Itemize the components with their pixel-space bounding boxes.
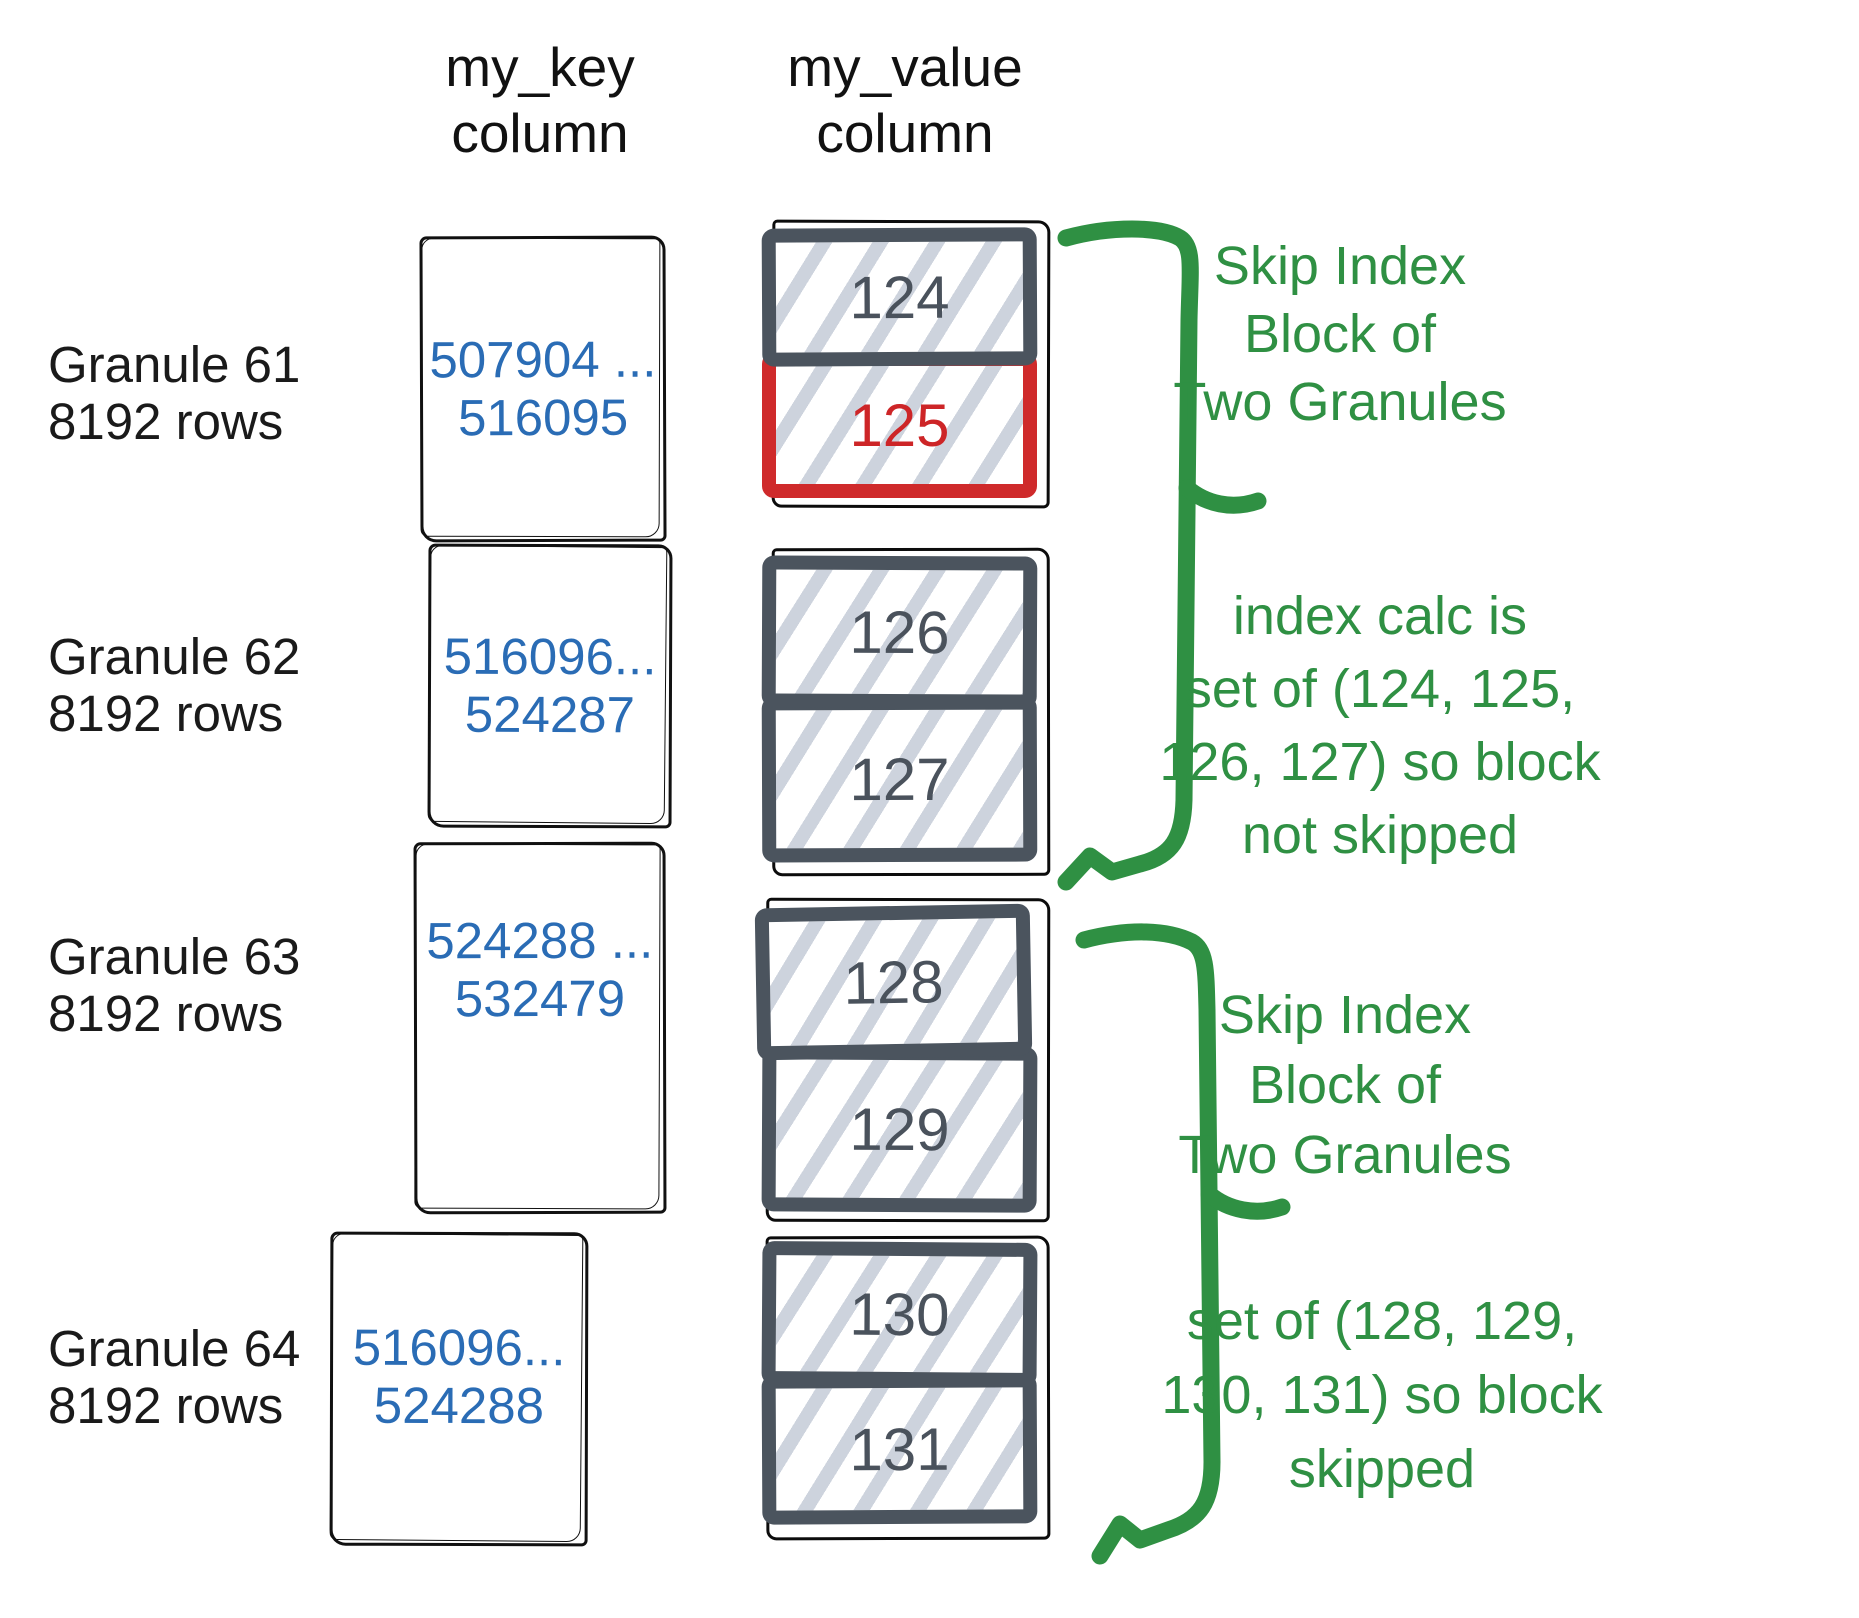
annotation-2-line4: not skipped: [1241, 805, 1519, 865]
key-range-granule-61: 507904 ... 516095: [429, 331, 656, 448]
granule-61-label: Granule 61 8192 rows: [48, 336, 308, 450]
annotation-4-line3: skipped: [1288, 1439, 1476, 1499]
annotation-index-calc-not-skipped: index calc is set of (124, 125, 126, 127…: [1080, 580, 1680, 872]
value-block-126-number: 126: [849, 598, 950, 666]
my-value-header-line1: my_value: [787, 36, 1023, 98]
value-block-124-number: 124: [849, 263, 950, 331]
granule-62-name: Granule 62: [48, 628, 301, 685]
annotation-4-line1: set of (128, 129,: [1186, 1291, 1578, 1351]
granule-64-label: Granule 64 8192 rows: [48, 1320, 308, 1434]
annotation-1-line2: Block of: [1243, 304, 1437, 364]
granule-62-label: Granule 62 8192 rows: [48, 628, 308, 742]
brace-top-tick: [1178, 479, 1267, 514]
value-block-129-number: 129: [849, 1095, 950, 1163]
key-range-granule-64: 516096... 524288: [353, 1319, 566, 1436]
key-range-61-line2: 516095: [457, 388, 629, 447]
key-range-64-line1: 516096...: [352, 1318, 566, 1377]
value-block-130-number: 130: [849, 1280, 950, 1348]
value-block-127-number: 127: [849, 745, 950, 813]
granule-61-name: Granule 61: [48, 336, 301, 393]
granule-64-rows: 8192 rows: [48, 1377, 284, 1434]
key-range-63-line2: 532479: [454, 969, 626, 1028]
my-value-column-header: my_value column: [705, 34, 1105, 166]
key-box-granule-61: 507904 ... 516095: [419, 235, 667, 543]
value-block-125-number: 125: [849, 391, 950, 459]
annotation-4-line2: 130, 131) so block: [1161, 1365, 1603, 1425]
annotation-1-line3: Two Granules: [1173, 372, 1507, 432]
annotation-3-line2: Block of: [1248, 1055, 1442, 1115]
value-block-127: 127: [761, 695, 1038, 863]
key-box-granule-62: 516096... 524287: [427, 543, 673, 829]
key-range-granule-63: 524288 ... 532479: [426, 912, 653, 1029]
value-block-125-highlighted: 125: [762, 352, 1037, 498]
granule-64-name: Granule 64: [48, 1320, 301, 1377]
annotation-set-skipped: set of (128, 129, 130, 131) so block ski…: [1082, 1284, 1682, 1506]
granule-62-rows: 8192 rows: [48, 685, 284, 742]
granule-63-label: Granule 63 8192 rows: [48, 928, 308, 1042]
annotation-2-line1: index calc is: [1232, 586, 1528, 646]
annotation-1-line1: Skip Index: [1213, 236, 1467, 296]
value-block-128-number: 128: [842, 947, 945, 1017]
value-block-130: 130: [761, 1241, 1038, 1387]
key-range-61-line1: 507904 ...: [429, 330, 657, 389]
key-box-granule-64: 516096... 524288: [329, 1231, 589, 1547]
annotation-skip-index-bottom: Skip Index Block of Two Granules: [1095, 980, 1595, 1190]
annotation-3-line1: Skip Index: [1218, 985, 1472, 1045]
value-block-131: 131: [761, 1373, 1038, 1525]
granule-63-rows: 8192 rows: [48, 985, 284, 1042]
annotation-3-line3: Two Granules: [1178, 1125, 1512, 1185]
annotation-skip-index-top: Skip Index Block of Two Granules: [1090, 232, 1590, 436]
value-block-126: 126: [761, 555, 1038, 709]
value-block-128: 128: [754, 903, 1033, 1061]
key-box-granule-63: 524288 ... 532479: [413, 841, 667, 1215]
value-block-131-number: 131: [849, 1415, 950, 1483]
key-range-62-line2: 524287: [464, 685, 636, 744]
granule-63-name: Granule 63: [48, 928, 301, 985]
key-range-64-line2: 524288: [373, 1376, 545, 1435]
key-range-62-line1: 516096...: [443, 627, 657, 686]
brace-bottom-tick: [1200, 1185, 1291, 1220]
value-block-124: 124: [761, 227, 1038, 367]
my-value-header-line2: column: [816, 102, 994, 164]
my-key-column-header: my_key column: [340, 34, 740, 166]
annotation-2-line3: 126, 127) so block: [1159, 732, 1601, 792]
annotation-2-line2: set of (124, 125,: [1184, 659, 1576, 719]
key-range-63-line1: 524288 ...: [426, 911, 654, 970]
my-key-header-line2: column: [451, 102, 629, 164]
granule-61-rows: 8192 rows: [48, 393, 284, 450]
my-key-header-line1: my_key: [445, 36, 635, 98]
value-block-129: 129: [761, 1045, 1038, 1213]
key-range-granule-62: 516096... 524287: [443, 627, 657, 745]
